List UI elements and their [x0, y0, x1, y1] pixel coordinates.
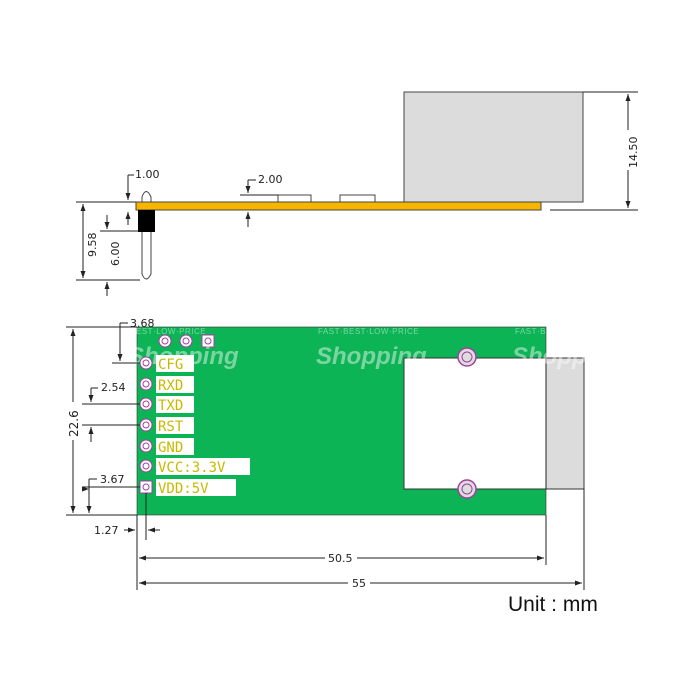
dim-pin-length: 6.00 — [109, 242, 122, 267]
dim-bottom-offset: 3.67 — [100, 473, 125, 486]
dim-pitch: 2.54 — [101, 381, 126, 394]
dim-top-offset: 3.68 — [130, 317, 155, 330]
svg-text:Shopping: Shopping — [512, 343, 623, 370]
pin-label: VCC:3.3V — [158, 460, 226, 476]
top-view: FAST·BEST·LOW·PRICE Shopping FAST·BEST·L… — [66, 317, 623, 590]
pin-label: CFG — [158, 357, 183, 373]
dim-component: 2.00 — [258, 173, 283, 186]
pcb-side — [135, 201, 542, 211]
pin-list: CFG RXD TXD RST GND VCC:3.3V VDD:5V — [139, 355, 250, 497]
component-1 — [277, 194, 312, 203]
pin-label: TXD — [158, 398, 183, 414]
dim-total-length: 55 — [352, 577, 366, 590]
pin-label: VDD:5V — [158, 481, 209, 497]
side-view: 1.00 2.00 9.58 6.00 14.50 — [76, 91, 640, 296]
pin-vcc: VCC:3.3V — [139, 458, 250, 476]
dim-connector-height: 14.50 — [627, 137, 640, 169]
pin-txd: TXD — [139, 396, 194, 414]
component-2 — [339, 194, 376, 203]
pin-label: RST — [158, 419, 184, 435]
pin-rst: RST — [139, 417, 194, 435]
pin-bottom — [141, 232, 152, 280]
top-pin-row — [158, 334, 215, 348]
pin-rxd: RXD — [139, 376, 194, 394]
svg-text:FAST·BEST·LOW·PRICE: FAST·BEST·LOW·PRICE — [105, 327, 206, 336]
dim-edge-offset: 1.27 — [94, 524, 119, 537]
pin-top — [141, 191, 152, 203]
dim-board-length: 50.5 — [328, 552, 353, 565]
pin-label: GND — [158, 440, 183, 456]
svg-text:FAST·BEST·LOW·PRICE: FAST·BEST·LOW·PRICE — [318, 327, 419, 336]
pin-vdd: VDD:5V — [139, 479, 236, 497]
pin-gnd: GND — [139, 438, 194, 456]
dim-pin-top: 1.00 — [135, 168, 160, 181]
mount-hole-top — [457, 347, 477, 367]
dim-total-height: 9.58 — [86, 233, 99, 258]
mount-hole-bottom — [457, 479, 477, 499]
connector-side — [403, 91, 584, 203]
pin-cfg: CFG — [139, 355, 194, 373]
pin-header-plastic — [138, 210, 155, 232]
svg-text:Shopping: Shopping — [316, 343, 427, 370]
connector-overhang — [545, 357, 585, 490]
pin-label: RXD — [158, 378, 183, 394]
dim-width: 22.6 — [67, 410, 81, 437]
svg-text:FAST·BEST·LOW·PRICE: FAST·BEST·LOW·PRICE — [515, 327, 616, 336]
unit-label: Unit : mm — [508, 593, 598, 616]
